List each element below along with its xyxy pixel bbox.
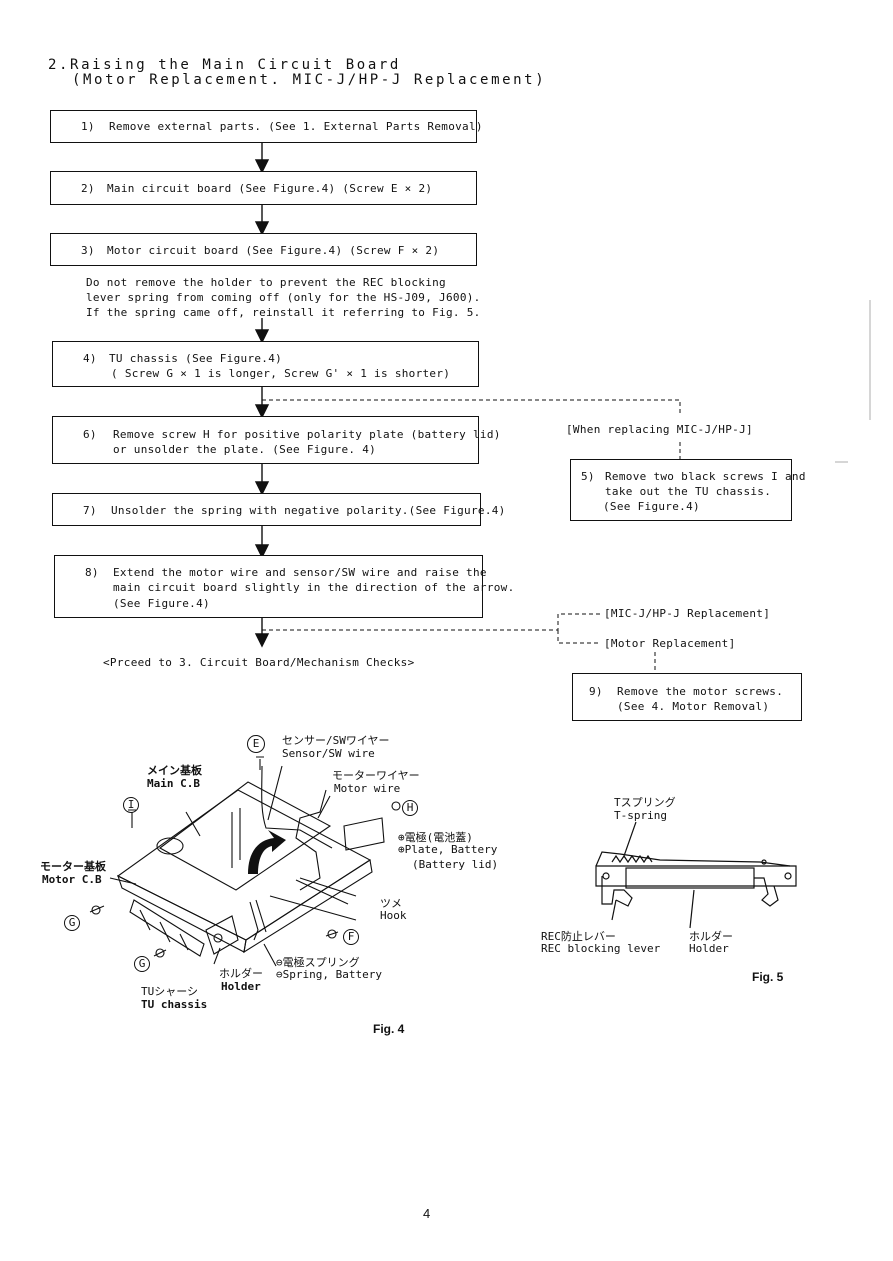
sensor-wire-en: Sensor/SW wire — [282, 747, 375, 760]
rec-lever-jp: REC防止レバー — [541, 930, 616, 943]
step-9-line-2: (See 4. Motor Removal) — [617, 700, 770, 713]
fig5-holder-en: Holder — [689, 942, 729, 955]
step-8-number: 8) — [85, 566, 99, 579]
branch-label-motor-replacement: [Motor Replacement] — [604, 637, 736, 650]
fig5-holder-jp: ホルダー — [689, 930, 733, 943]
note-line-2: lever spring from coming off (only for t… — [86, 291, 481, 304]
section-title: 2.Raising the Main Circuit Board — [48, 57, 401, 73]
branch-label-when-replacing: [When replacing MIC-J/HP-J] — [566, 423, 753, 436]
proceed-note: <Prceed to 3. Circuit Board/Mechanism Ch… — [103, 656, 415, 669]
step-3-box: 3) Motor circuit board (See Figure.4) (S… — [50, 233, 477, 266]
step-2-number: 2) — [81, 182, 95, 195]
hook-jp: ツメ — [380, 897, 402, 910]
plate-battery-lid: (Battery lid) — [412, 858, 499, 871]
page-number: 4 — [423, 1206, 431, 1221]
step-6-box: 6) Remove screw H for positive polarity … — [52, 416, 500, 464]
fig-4-caption: Fig. 4 — [373, 1022, 405, 1036]
screw-h-marker: H — [402, 800, 418, 816]
section-subtitle: (Motor Replacement. MIC-J/HP-J Replaceme… — [72, 72, 547, 88]
step-9-box: 9) Remove the motor screws. (See 4. Moto… — [572, 673, 802, 721]
step-4-line-2: ( Screw G × 1 is longer, Screw G' × 1 is… — [111, 367, 451, 380]
hook-en: Hook — [380, 909, 407, 922]
rec-lever-en: REC blocking lever — [541, 942, 661, 955]
fig4-drawing — [89, 756, 401, 967]
step-9-line-1: Remove the motor screws. — [617, 685, 784, 698]
step-8-line-1: Extend the motor wire and sensor/SW wire… — [113, 566, 487, 579]
note-line-3: If the spring came off, reinstall it ref… — [86, 306, 481, 319]
holder-jp: ホルダー — [219, 967, 263, 980]
step-2-box: 2) Main circuit board (See Figure.4) (Sc… — [50, 171, 477, 205]
t-spring-en: T-spring — [614, 809, 667, 822]
step-6-line-1: Remove screw H for positive polarity pla… — [113, 428, 501, 441]
motor-wire-en: Motor wire — [334, 782, 401, 795]
spring-battery-jp: ⊖電極スプリング — [276, 956, 360, 969]
plate-battery-jp: ⊕電極(電池蓋) — [398, 831, 473, 844]
step-4-line-1: TU chassis (See Figure.4) — [109, 352, 283, 365]
step-3-number: 3) — [81, 244, 95, 257]
main-cb-en: Main C.B — [147, 777, 200, 790]
step-1-number: 1) — [81, 120, 95, 133]
screw-i-marker: I — [123, 797, 139, 813]
step-4-number: 4) — [83, 352, 97, 365]
step-5-line-1: Remove two black screws I and — [605, 470, 806, 483]
step-7-text: Unsolder the spring with negative polari… — [111, 504, 506, 517]
fig5-drawing — [595, 821, 797, 929]
step-9-number: 9) — [589, 685, 603, 698]
screw-g-marker-2: G — [134, 956, 150, 972]
step-6-line-2: or unsolder the plate. (See Figure. 4) — [113, 443, 377, 456]
main-cb-jp: メイン基板 — [147, 764, 202, 777]
step-5-box: 5) Remove two black screws I and take ou… — [570, 459, 805, 521]
tu-chassis-jp: TUシャーシ — [141, 985, 199, 998]
screw-e-marker: E — [247, 735, 265, 753]
branch-label-mic-replacement: [MIC-J/HP-J Replacement] — [604, 607, 771, 620]
motor-cb-jp: モーター基板 — [40, 860, 106, 873]
step-5-line-2: take out the TU chassis. — [605, 485, 772, 498]
step-6-number: 6) — [83, 428, 97, 441]
note-line-1: Do not remove the holder to prevent the … — [86, 276, 446, 289]
plate-battery-en: ⊕Plate, Battery — [398, 843, 498, 856]
step-2-text: Main circuit board (See Figure.4) (Screw… — [107, 182, 433, 195]
step-5-line-3: (See Figure.4) — [603, 500, 700, 513]
fig-5-caption: Fig. 5 — [752, 970, 784, 984]
step-7-number: 7) — [83, 504, 97, 517]
step-8-box: 8) Extend the motor wire and sensor/SW w… — [54, 555, 514, 618]
motor-cb-en: Motor C.B — [42, 873, 102, 886]
step-3-text: Motor circuit board (See Figure.4) (Scre… — [107, 244, 440, 257]
step-5-number: 5) — [581, 470, 595, 483]
sensor-wire-jp: センサー/SWワイヤー — [282, 734, 390, 747]
motor-wire-jp: モーターワイヤー — [332, 769, 420, 782]
step-4-box: 4) TU chassis (See Figure.4) ( Screw G ×… — [52, 341, 479, 387]
screw-f-marker: F — [343, 929, 359, 945]
step-7-box: 7) Unsolder the spring with negative pol… — [52, 493, 505, 526]
screw-g-marker-1: G — [64, 915, 80, 931]
raise-arrow — [248, 830, 286, 874]
holder-en: Holder — [221, 980, 261, 993]
step-1-box: 1) Remove external parts. (See 1. Extern… — [50, 110, 483, 143]
step-1-text: Remove external parts. (See 1. External … — [109, 120, 483, 133]
tu-chassis-en: TU chassis — [141, 998, 208, 1011]
step-8-line-3: (See Figure.4) — [113, 597, 210, 610]
spring-battery-en: ⊖Spring, Battery — [276, 968, 382, 981]
step-8-line-2: main circuit board slightly in the direc… — [113, 581, 515, 594]
t-spring-jp: Tスプリング — [614, 796, 676, 809]
